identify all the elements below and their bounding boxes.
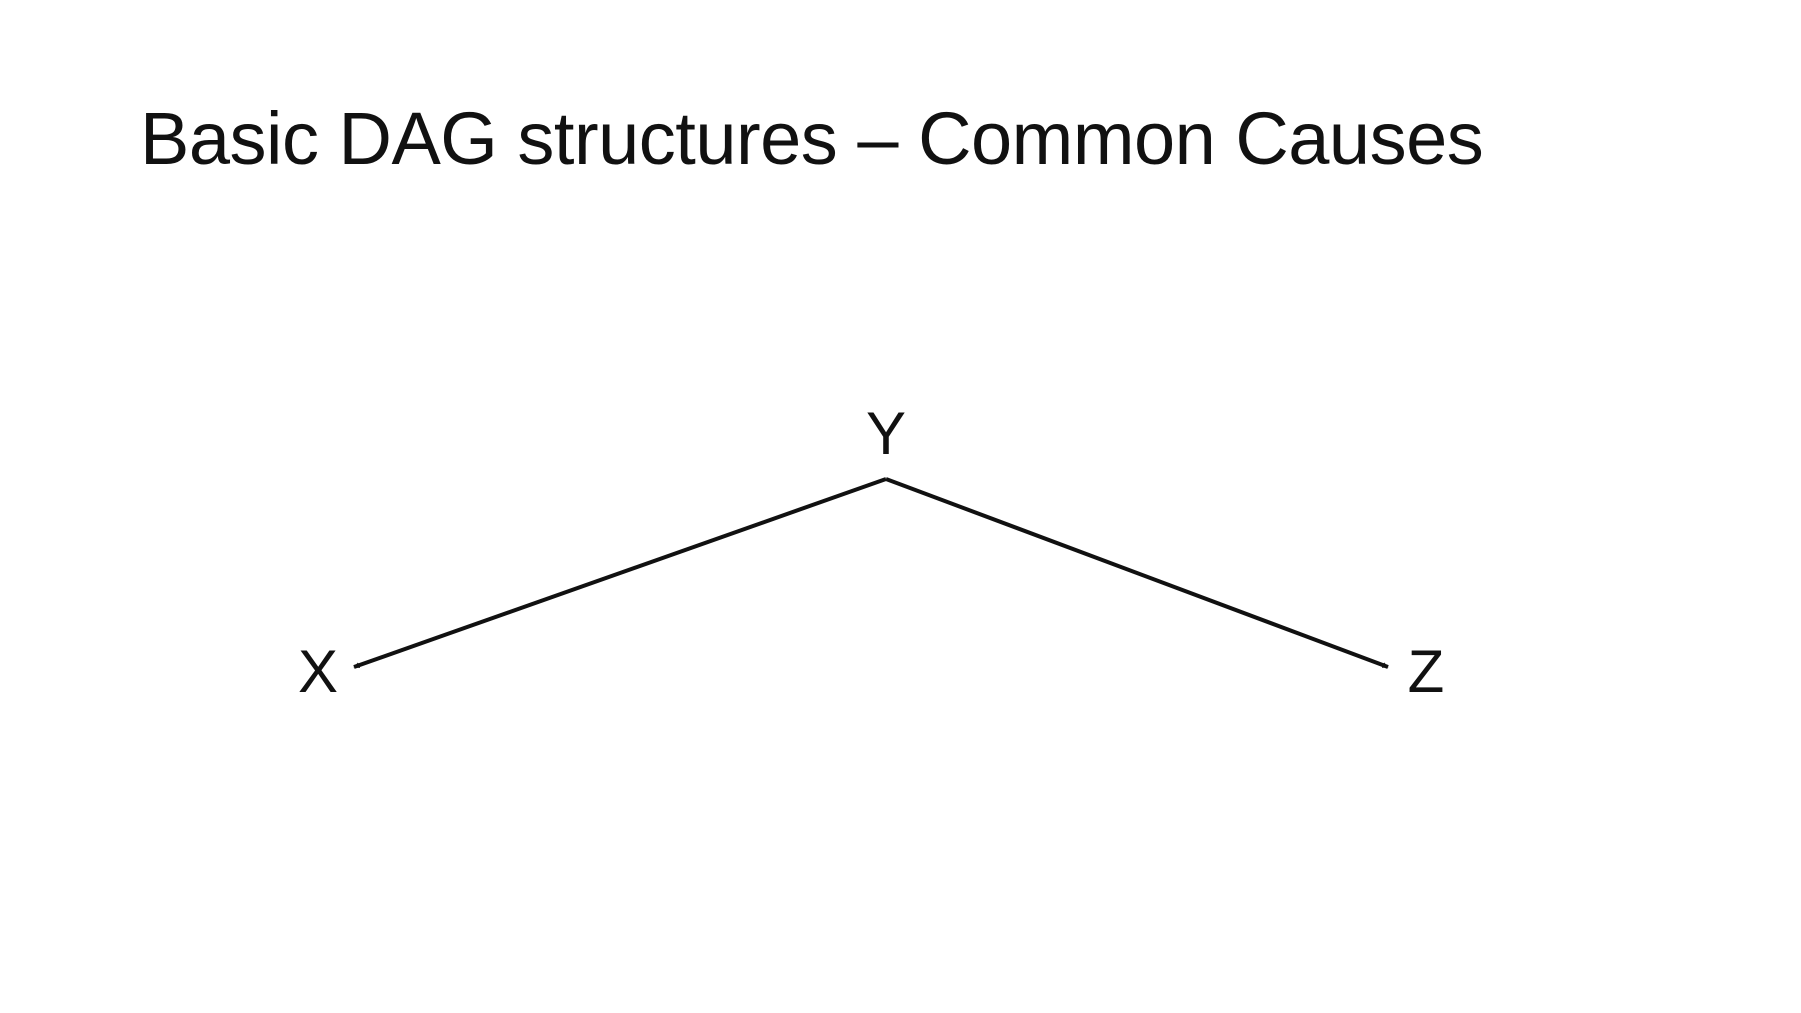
edge-y-to-z: [885, 477, 1389, 669]
slide-title: Basic DAG structures – Common Causes: [140, 97, 1484, 180]
edge-y-to-x: [353, 477, 887, 669]
node-x-label: X: [298, 638, 338, 705]
node-y-label: Y: [866, 400, 906, 467]
node-z-label: Z: [1408, 638, 1445, 705]
